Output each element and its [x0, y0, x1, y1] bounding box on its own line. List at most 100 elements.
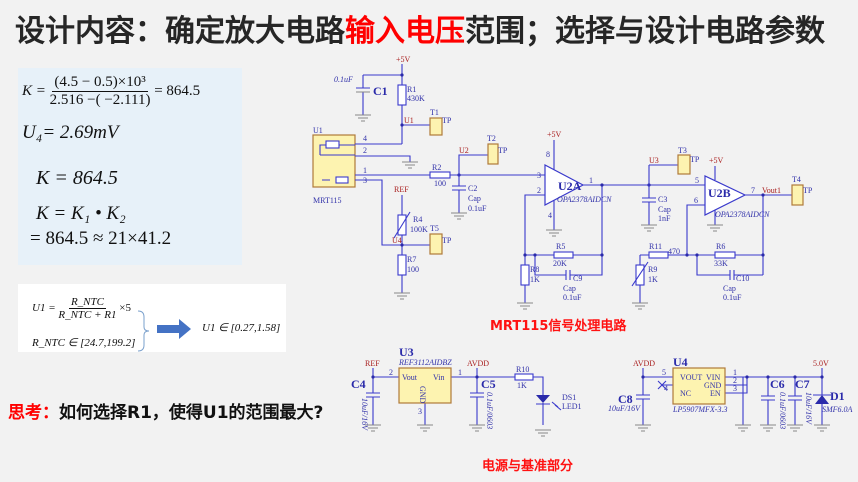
c5-value: 0.1uF/0603 — [485, 392, 494, 429]
avdd-label-2: AVDD — [633, 359, 655, 368]
u1-pin2: 2 — [363, 146, 367, 155]
power-circuit: REF C4 10uF/16V U3 REF3112AIDBZ Vout Vin… — [351, 345, 853, 474]
u4-nc: NC — [680, 389, 691, 398]
power-ref-label: REF — [365, 359, 380, 368]
u1-times: ×5 — [119, 302, 131, 315]
c3-name: C3 — [658, 195, 667, 204]
ds1-name: DS1 — [562, 393, 576, 402]
u1-pin4: 4 — [363, 134, 367, 143]
c6-name: C6 — [770, 377, 785, 391]
c5-name: C5 — [481, 377, 496, 391]
net-u3: U3 — [649, 156, 659, 165]
power-circuit-caption: 电源与基准部分 — [482, 458, 573, 474]
c3-type: Cap — [658, 205, 671, 214]
u3-vin: Vin — [433, 373, 445, 382]
signal-circuit-caption: MRT115信号处理电路 — [490, 318, 627, 334]
opamp-u2b — [704, 175, 747, 216]
question-text: 如何选择R1，使得U1的范围最大? — [59, 403, 324, 423]
u2a-pin3: 3 — [537, 171, 541, 180]
u2a-pin4: 4 — [548, 211, 552, 220]
r11-value: 470 — [668, 247, 680, 256]
u2b-name: U2B — [708, 186, 731, 200]
r4-name: R4 — [413, 215, 422, 224]
net-vout1: Vout1 — [762, 186, 781, 195]
k-lhs: K = — [22, 82, 46, 99]
r11-name: R11 — [649, 242, 662, 251]
u1-part: MRT115 — [313, 196, 342, 205]
r6-value: 33K — [714, 259, 728, 268]
u1-denominator: R_NTC + R1 — [58, 309, 117, 321]
rntc-range: R_NTC ∈ [24.7,199.2] — [32, 337, 136, 349]
c9-name: C9 — [573, 274, 582, 283]
r7-name: R7 — [407, 255, 416, 264]
u4-vout: VOUT — [680, 373, 702, 382]
r10-name: R10 — [516, 365, 529, 374]
u2a-pin1: 1 — [589, 176, 593, 185]
formula-box — [18, 68, 242, 265]
c3-value: 1nF — [658, 214, 671, 223]
u4-gnd: GND — [704, 381, 722, 390]
signal-circuit: +5V 0.1uF C1 R1 430K U1 T1 TP U1 MRT115 … — [312, 55, 813, 334]
c7-name: C7 — [795, 377, 810, 391]
r5-value: 20K — [553, 259, 567, 268]
u2b-part: OPA2378AIDCN — [715, 210, 770, 219]
u3-part: REF3112AIDBZ — [398, 358, 452, 367]
tvs-diode-icon — [815, 395, 829, 404]
r2-name: R2 — [432, 163, 441, 172]
u4-ldo-ic — [672, 367, 726, 405]
t4-label: TP — [803, 186, 813, 195]
testpoint-t4 — [791, 184, 804, 206]
u4-en: EN — [710, 389, 721, 398]
u1-pin1: 1 — [363, 166, 367, 175]
vcc-label: +5V — [396, 55, 411, 64]
r8-value: 1K — [530, 275, 540, 284]
u1-name: U1 — [313, 126, 323, 135]
question-prefix: 思考： — [8, 403, 59, 423]
u1-range-box — [18, 284, 286, 352]
led-icon — [536, 395, 550, 403]
title-part2: 范围；选择与设计电路参数 — [465, 14, 825, 49]
u4-pin5: 5 — [662, 368, 666, 377]
c10-value: 0.1uF — [723, 293, 742, 302]
k-product: K = K₁ • K₂ — [36, 203, 126, 224]
r2-value: 100 — [434, 179, 446, 188]
c4-value: 10uF/16V — [360, 398, 369, 431]
r8-name: R8 — [530, 265, 539, 274]
ds1-value: LED1 — [562, 402, 582, 411]
c8-value: 10uF/16V — [608, 404, 641, 413]
c9-value: 0.1uF — [563, 293, 582, 302]
t4-name: T4 — [792, 175, 801, 184]
hall-element-icon — [335, 176, 349, 184]
r9-name: R9 — [648, 265, 657, 274]
testpoint-t3 — [677, 154, 691, 175]
c2-type: Cap — [468, 194, 481, 203]
u2a-name: U2A — [558, 179, 582, 193]
r1-value: 430K — [407, 94, 425, 103]
r7-value: 100 — [407, 265, 419, 274]
title-highlight: 输入电压 — [345, 14, 465, 49]
c1-name: C1 — [373, 84, 388, 98]
r1-name: R1 — [407, 85, 416, 94]
u2a-part: OPA2378AIDCN — [557, 195, 612, 204]
u4-pin4: 4 — [664, 384, 668, 393]
t2-label: TP — [498, 146, 508, 155]
u3-reference-ic — [398, 367, 452, 404]
u2a-pin2: 2 — [537, 186, 541, 195]
t3-label: TP — [690, 155, 700, 164]
r1-resistor — [397, 84, 407, 106]
k-denominator: 2.516 −( −2.111) — [49, 92, 151, 108]
u4-part: LP5907MFX-3.3 — [672, 405, 727, 414]
r6-resistor — [714, 251, 736, 259]
r5-resistor — [553, 251, 574, 259]
u1-result: U1 ∈ [0.27,1.58] — [202, 322, 281, 334]
u3-vout: Vout — [402, 373, 418, 382]
opamp-u2a — [544, 164, 585, 206]
r10-resistor — [514, 373, 534, 381]
u3-pin2: 2 — [389, 368, 393, 377]
r6-name: R6 — [716, 242, 725, 251]
u4-vin: VIN — [706, 373, 720, 382]
